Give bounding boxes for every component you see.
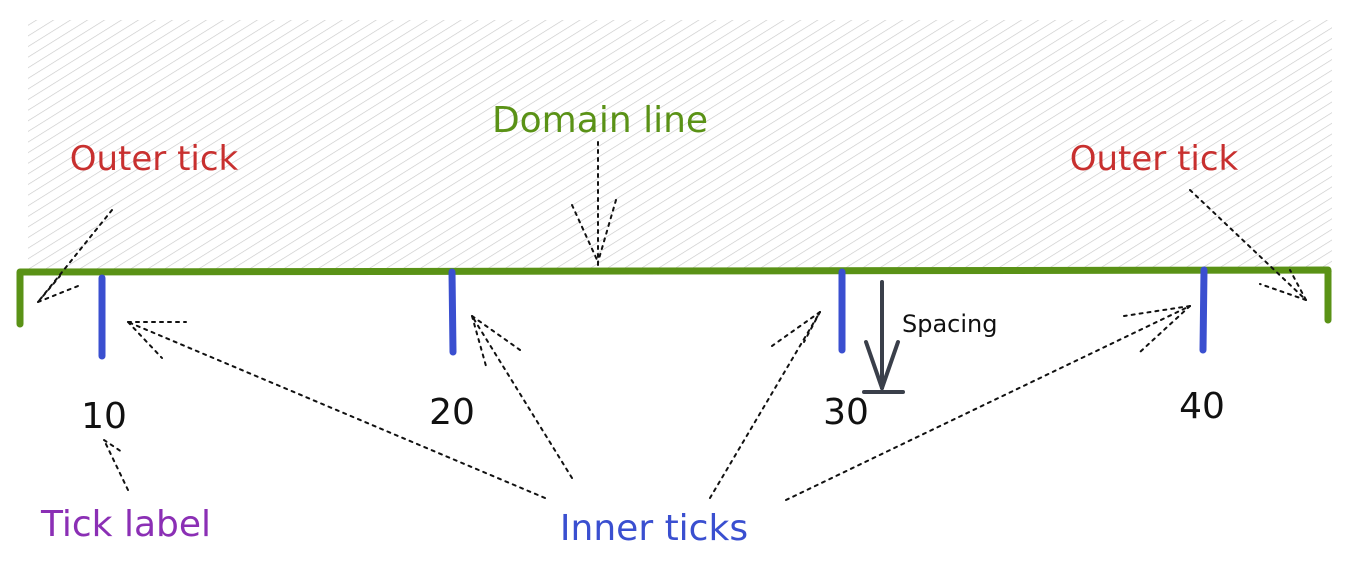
inner-tick-20 (448, 268, 457, 356)
tick-label-10: 10 (81, 396, 127, 437)
hatched-background (28, 20, 1332, 272)
domain-line (16, 266, 1332, 328)
tick-label-30: 30 (823, 392, 869, 433)
tick-label-20: 20 (429, 392, 475, 433)
domain-line-label: Domain line (492, 100, 708, 141)
pointer-lines (37, 141, 1307, 501)
tick-label-40: 40 (1179, 386, 1225, 427)
spacing-label: Spacing (902, 310, 997, 338)
tick-label-caption: Tick label (40, 504, 211, 545)
outer-tick-label-right: Outer tick (1070, 139, 1239, 179)
spacing-arrow (862, 280, 905, 394)
outer-tick-label-left: Outer tick (70, 139, 239, 179)
inner-ticks-caption: Inner ticks (560, 508, 748, 549)
inner-tick-40 (1199, 266, 1208, 354)
